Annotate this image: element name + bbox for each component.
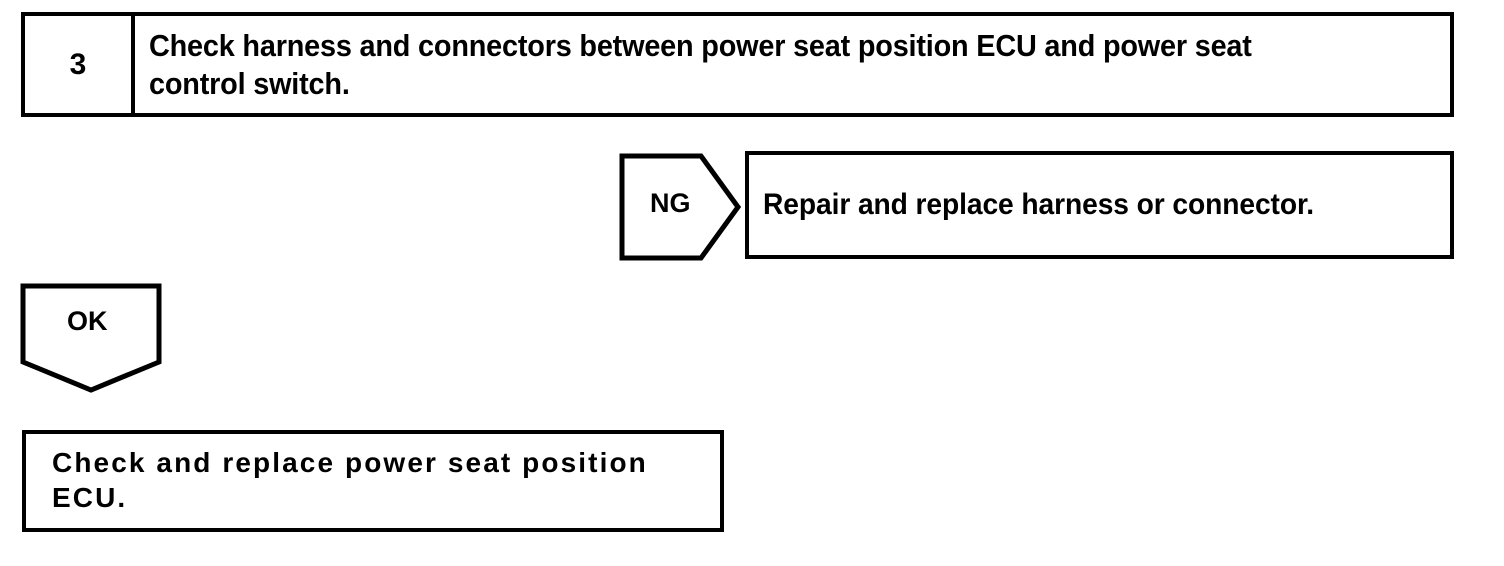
ng-branch-label: NG [650, 188, 691, 218]
ng-action-box: Repair and replace harness or connector. [745, 151, 1454, 259]
result-action-text: Check and replace power seat position EC… [52, 447, 648, 513]
step-instruction-text: Check harness and connectors between pow… [149, 27, 1252, 101]
ok-branch-label: OK [67, 306, 108, 336]
result-action-box: Check and replace power seat position EC… [22, 430, 724, 532]
step-number: 3 [69, 47, 87, 81]
ok-branch-arrow-icon [20, 283, 162, 395]
ng-branch-arrow-icon [619, 153, 741, 261]
step-number-cell: 3 [25, 16, 135, 113]
ng-action-text: Repair and replace harness or connector. [763, 188, 1315, 221]
step-instruction-cell: Check harness and connectors between pow… [135, 16, 1450, 113]
step-3-row: 3 Check harness and connectors between p… [21, 12, 1454, 117]
